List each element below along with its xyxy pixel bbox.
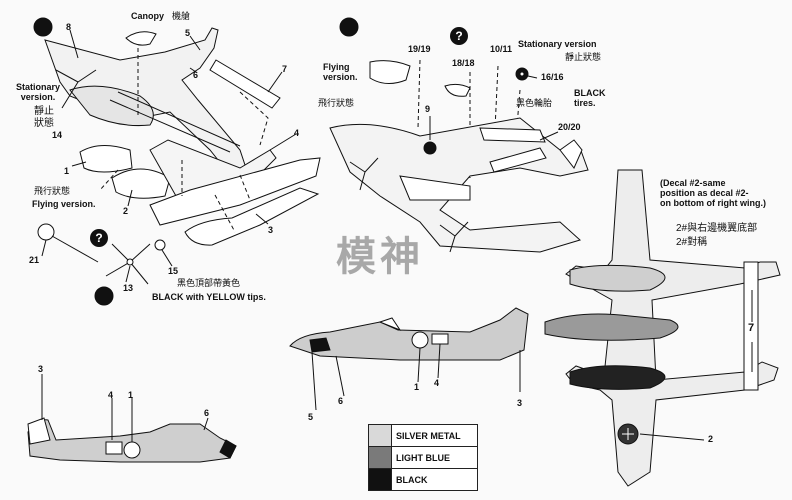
part-number: 3: [38, 364, 44, 374]
part-number: 2: [123, 206, 129, 216]
stationary-version-left: Stationary version.: [16, 82, 61, 102]
aircraft-top-view: [544, 169, 781, 487]
part-number: 21: [29, 255, 40, 265]
static-cn-right: 靜止狀態: [565, 52, 602, 62]
part-number: 7: [748, 322, 755, 334]
legend-label: LIGHT BLUE: [396, 452, 450, 463]
legend-row-blue: LIGHT BLUE: [369, 447, 477, 469]
action-icons: [33, 17, 359, 37]
part-number: 6: [204, 408, 210, 418]
part-number: 8: [66, 22, 72, 32]
canopy-cn-label: 機艙: [172, 11, 191, 21]
help-icon: ?: [450, 27, 468, 45]
part-number: 9: [425, 104, 431, 114]
flying-version-mid: Flying version.: [323, 62, 358, 82]
aircraft-assembly-middle: [329, 60, 589, 253]
legend-row-black: BLACK: [369, 469, 477, 490]
part-number: 2: [708, 434, 714, 444]
legend-label: SILVER METAL: [396, 430, 461, 441]
flying-cn-mid: 飛行狀態: [318, 98, 355, 108]
legend-swatch: [369, 469, 392, 490]
part-number: 15: [168, 266, 179, 276]
part-number: 16/16: [541, 72, 564, 82]
part-number: 3: [268, 225, 274, 235]
part-number: 7: [282, 64, 288, 74]
flying-cn-left: 飛行狀態: [34, 186, 71, 196]
part-number: 5: [308, 412, 314, 422]
color-legend: SILVER METAL LIGHT BLUE BLACK: [368, 424, 478, 491]
part-number: 4: [434, 378, 440, 388]
legend-row-silver: SILVER METAL: [369, 425, 477, 447]
decal-note: (Decal #2-same position as decal #2- on …: [660, 178, 766, 208]
part-number: 1: [128, 390, 134, 400]
leader-lines: [41, 29, 753, 442]
black-tires-cn: 黑色輪胎: [516, 98, 553, 108]
part-number: 19/19: [408, 44, 431, 54]
part-number: 10/11: [490, 44, 513, 54]
watermark-text: 模神: [336, 233, 424, 280]
part-number: 3: [517, 398, 523, 408]
part-number: 1: [64, 166, 70, 176]
legend-swatch: [369, 425, 392, 446]
static-cn-left: 靜止 狀態: [34, 106, 54, 129]
part-number: 5: [185, 28, 191, 38]
part-number: 14: [52, 130, 63, 140]
legend-label: BLACK: [396, 474, 428, 485]
black-tires-label: BLACK tires.: [574, 88, 606, 108]
part-number: 1: [414, 382, 420, 392]
black-yellow-tips-label: BLACK with YELLOW tips.: [152, 292, 266, 302]
canopy-label: Canopy: [131, 11, 165, 21]
flying-version-left: Flying version.: [32, 199, 96, 209]
aircraft-assembly-left: [37, 27, 321, 306]
help-icon: ?: [90, 229, 108, 247]
part-number: 6: [193, 70, 199, 80]
part-number: 4: [294, 128, 300, 138]
black-tips-cn: 黑色頂部帶黃色: [177, 278, 241, 288]
part-number: 4: [108, 390, 114, 400]
part-number: 6: [338, 396, 344, 406]
part-number: 18/18: [452, 58, 475, 68]
aircraft-side-view: [289, 307, 529, 361]
part-number: 13: [123, 283, 134, 293]
legend-swatch: [369, 447, 392, 468]
decal-note-cn: 2#與右邊機翼底部 2#對稱: [676, 223, 758, 248]
part-number: 20/20: [558, 122, 581, 132]
stationary-version-right: Stationary version: [518, 39, 597, 49]
